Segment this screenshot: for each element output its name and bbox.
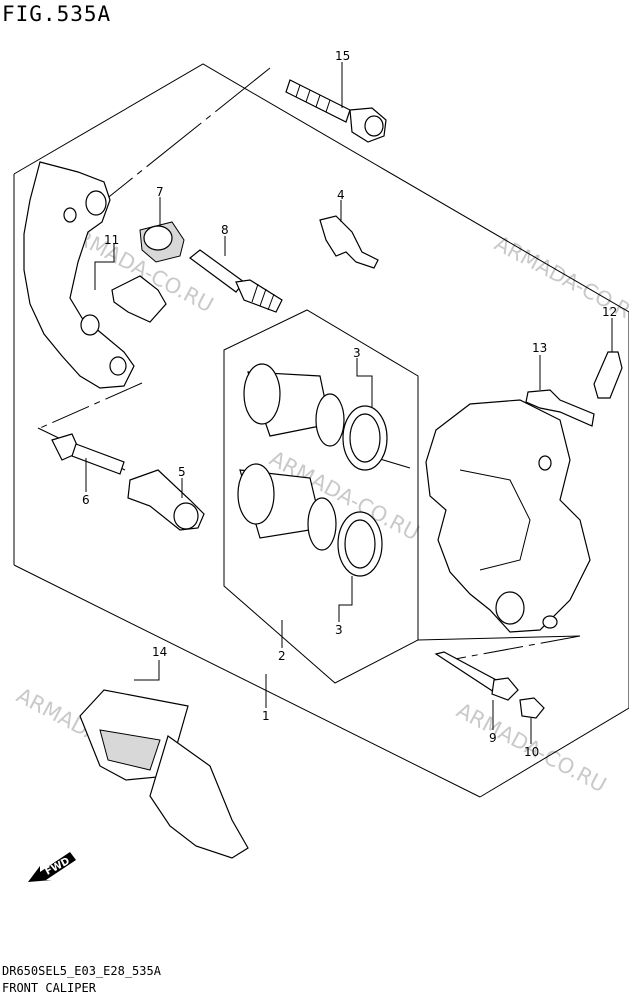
callout-labels: 15 7 4 11 8 12 13 3 6 5 2 3 14 1 9 10 <box>82 49 617 759</box>
figure-title: FIG.535A <box>2 2 112 26</box>
callout-10: 10 <box>524 745 539 759</box>
assembly-outline <box>13 63 629 798</box>
locator-lines <box>37 67 581 660</box>
callout-11: 11 <box>104 233 119 247</box>
diagram-code: DR650SEL5_E03_E28_535A <box>2 964 161 978</box>
pad-spring-4 <box>319 215 379 269</box>
pad-clip-11 <box>111 275 167 323</box>
callout-5: 5 <box>178 465 186 479</box>
callout-7: 7 <box>156 185 164 199</box>
callout-15: 15 <box>335 49 350 63</box>
bolt-15 <box>285 79 387 143</box>
callout-14: 14 <box>152 645 167 659</box>
piston-lower <box>237 463 383 577</box>
callout-1: 1 <box>262 709 270 723</box>
piston-upper <box>243 363 388 471</box>
boot-5 <box>127 469 205 531</box>
callout-2: 2 <box>278 649 286 663</box>
fwd-label: FWD <box>44 856 72 878</box>
callout-9: 9 <box>489 731 497 745</box>
callout-12: 12 <box>602 305 617 319</box>
bleeder-valve-12 <box>593 351 623 399</box>
callout-4: 4 <box>337 188 345 202</box>
callout-3-lower: 3 <box>335 623 343 637</box>
caliper-bracket <box>23 161 135 389</box>
callout-13: 13 <box>532 341 547 355</box>
fwd-arrow: FWD <box>28 852 76 882</box>
leader-lines <box>85 62 613 744</box>
boot-7 <box>139 221 185 263</box>
slide-pin-8 <box>189 249 283 313</box>
callout-8: 8 <box>221 223 229 237</box>
callout-6: 6 <box>82 493 90 507</box>
callout-3-upper: 3 <box>353 346 361 360</box>
diagram-name: FRONT CALIPER <box>2 981 96 995</box>
bleeder-cap-13 <box>525 389 595 427</box>
plug-10 <box>519 697 545 719</box>
caliper-body <box>425 399 591 633</box>
pin-9 <box>434 651 519 701</box>
brake-pads-14 <box>79 689 249 859</box>
pin-6 <box>51 433 125 475</box>
